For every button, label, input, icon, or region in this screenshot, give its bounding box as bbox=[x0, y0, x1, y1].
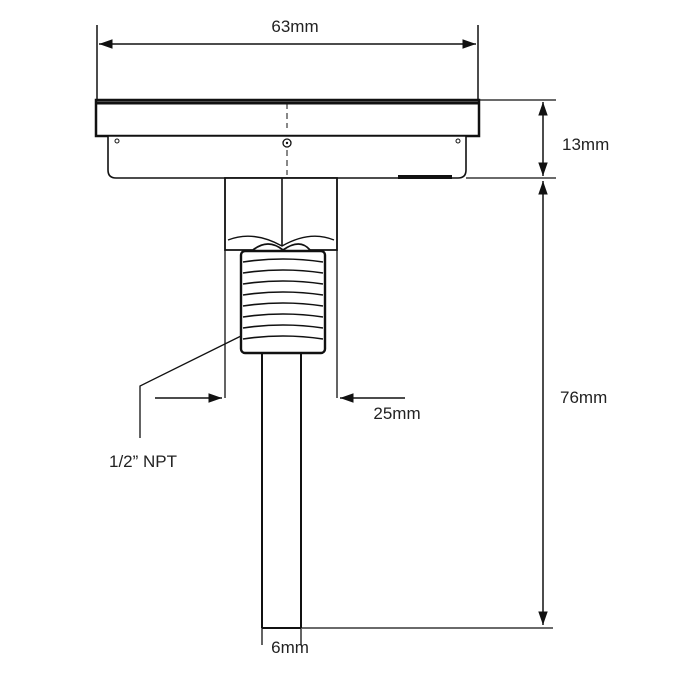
gauge-case bbox=[94, 98, 481, 179]
thread-section bbox=[239, 249, 327, 355]
thread-leader-line bbox=[139, 335, 242, 438]
case-screw-right bbox=[455, 138, 461, 144]
probe-stem bbox=[261, 353, 302, 629]
hex-nut-body bbox=[224, 177, 338, 252]
case-body bbox=[107, 135, 467, 179]
thread-label: 1/2” NPT bbox=[109, 452, 177, 471]
width-dimension: 63mm bbox=[96, 17, 479, 100]
hex-nut-chamfer bbox=[227, 235, 335, 247]
thread-outline bbox=[239, 249, 327, 355]
reset-screw-center bbox=[285, 141, 289, 145]
hex-width-dimension: 25mm bbox=[155, 250, 421, 423]
case-depth-dimension: 13mm bbox=[466, 99, 609, 179]
stem-length-dimension: 76mm bbox=[302, 181, 607, 629]
hex-width-label: 25mm bbox=[373, 404, 420, 423]
stem-diameter-dimension: 6mm bbox=[261, 628, 309, 657]
stem-length-label: 76mm bbox=[560, 388, 607, 407]
stem-diameter-label: 6mm bbox=[271, 638, 309, 657]
case-screw-left bbox=[114, 138, 120, 144]
reset-screw-icon bbox=[282, 138, 292, 148]
thread-callout: 1/2” NPT bbox=[109, 335, 242, 471]
width-label: 63mm bbox=[271, 17, 318, 36]
hex-nut bbox=[224, 177, 338, 252]
case-seam bbox=[398, 175, 452, 179]
thread-lines bbox=[242, 258, 324, 340]
depth-label: 13mm bbox=[562, 135, 609, 154]
